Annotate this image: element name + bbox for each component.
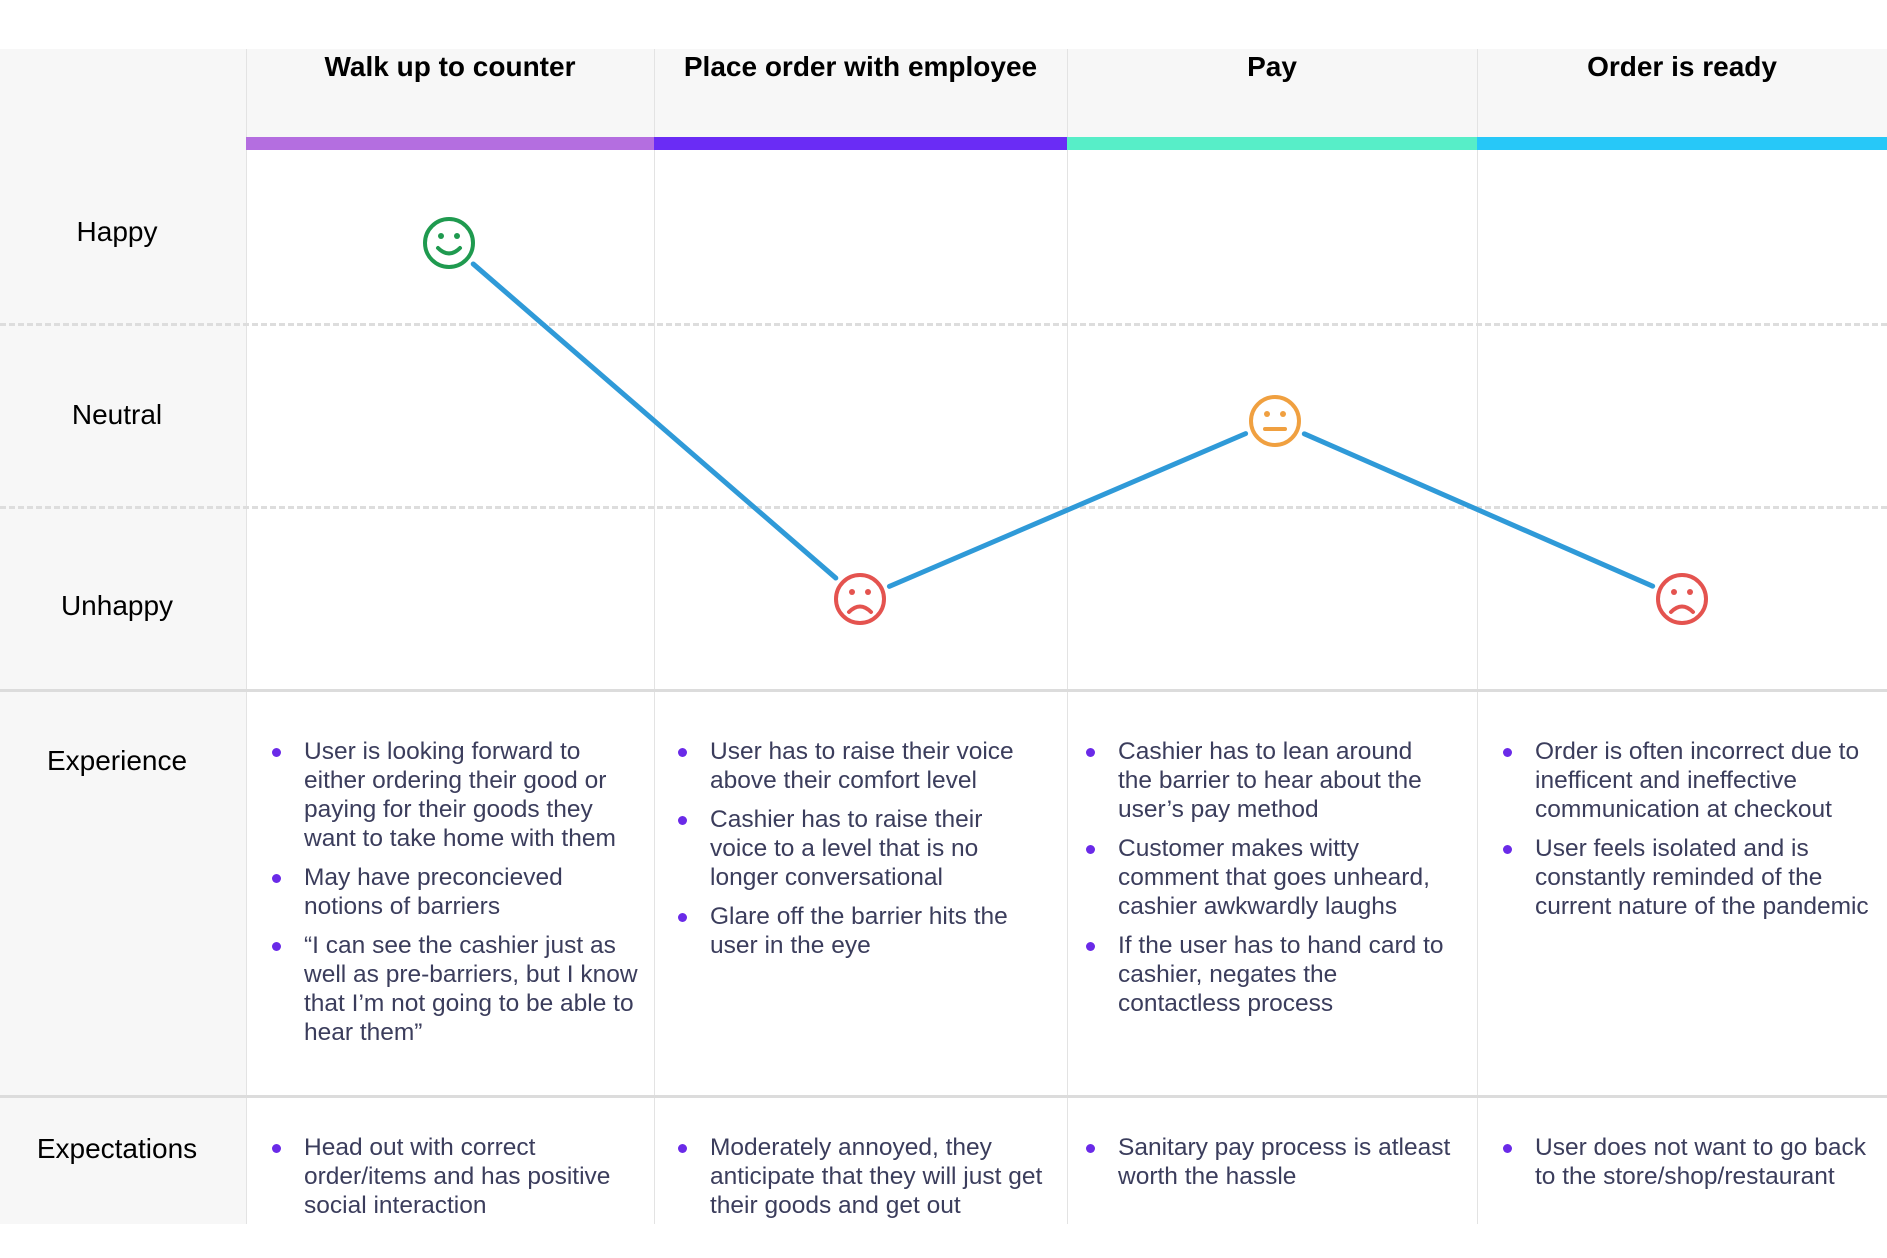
stage-title-walk-up: Walk up to counter: [324, 51, 576, 82]
list-item: “I can see the cashier just as well as p…: [268, 931, 638, 1047]
row-label-column: [0, 49, 247, 1224]
list-item: Sanitary pay process is atleast worth th…: [1082, 1133, 1452, 1191]
experience-list-walk-up: User is looking forward to either orderi…: [268, 737, 638, 1057]
list-item: Cashier has to lean around the barrier t…: [1082, 737, 1452, 824]
section-separator: [0, 1095, 1887, 1098]
list-item: May have preconcieved notions of barrier…: [268, 863, 638, 921]
column-divider: [246, 49, 247, 1224]
stage-header: [246, 49, 1887, 150]
expectations-list-order-ready: User does not want to go back to the sto…: [1499, 1133, 1869, 1201]
row-label-unhappy: Unhappy: [60, 590, 174, 621]
expectations-list-pay: Sanitary pay process is atleast worth th…: [1082, 1133, 1452, 1201]
stage-bar-order-ready: [1477, 137, 1887, 150]
journey-map: Walk up to counter Place order with empl…: [0, 49, 1887, 1224]
stage-title-pay: Pay: [1247, 51, 1297, 82]
neutral-face-icon: [1249, 395, 1301, 447]
list-item: User does not want to go back to the sto…: [1499, 1133, 1869, 1191]
column-divider: [1477, 49, 1478, 1224]
emotion-line-segment: [1301, 431, 1656, 589]
list-item: User is looking forward to either orderi…: [268, 737, 638, 853]
list-item: Order is often incorrect due to ineffice…: [1499, 737, 1869, 824]
section-separator: [0, 689, 1887, 692]
row-label-experience: Experience: [46, 745, 188, 776]
experience-list-order-ready: Order is often incorrect due to ineffice…: [1499, 737, 1869, 931]
expectations-list-walk-up: Head out with correct order/items and ha…: [268, 1133, 638, 1230]
row-divider-dashed: [0, 506, 1887, 509]
row-label-happy: Happy: [76, 216, 158, 247]
stage-bar-place-order: [654, 137, 1067, 150]
emotion-line-chart: [423, 217, 1708, 625]
experience-list-pay: Cashier has to lean around the barrier t…: [1082, 737, 1452, 1028]
row-label-expectations: Expectations: [36, 1133, 198, 1164]
list-item: User has to raise their voice above thei…: [674, 737, 1044, 795]
list-item: Customer makes witty comment that goes u…: [1082, 834, 1452, 921]
emotion-line-segment: [470, 261, 839, 581]
column-divider: [1067, 49, 1068, 1224]
sad-face-icon: [834, 573, 886, 625]
emotion-line-segment: [886, 431, 1249, 589]
list-item: User feels isolated and is constantly re…: [1499, 834, 1869, 921]
stage-bar-walk-up: [246, 137, 654, 150]
stage-title-place-order: Place order with employee: [683, 51, 1038, 82]
expectations-list-place-order: Moderately annoyed, they anticipate that…: [674, 1133, 1044, 1230]
stage-title-order-ready: Order is ready: [1587, 51, 1777, 82]
stage-bar-pay: [1067, 137, 1477, 150]
smiley-face-icon: [423, 217, 475, 269]
row-divider-dashed: [0, 323, 1887, 326]
list-item: Head out with correct order/items and ha…: [268, 1133, 638, 1220]
list-item: If the user has to hand card to cashier,…: [1082, 931, 1452, 1018]
sad-face-icon: [1656, 573, 1708, 625]
list-item: Moderately annoyed, they anticipate that…: [674, 1133, 1044, 1220]
list-item: Cashier has to raise their voice to a le…: [674, 805, 1044, 892]
experience-list-place-order: User has to raise their voice above thei…: [674, 737, 1044, 970]
column-divider: [654, 49, 655, 1224]
list-item: Glare off the barrier hits the user in t…: [674, 902, 1044, 960]
row-label-neutral: Neutral: [71, 399, 163, 430]
